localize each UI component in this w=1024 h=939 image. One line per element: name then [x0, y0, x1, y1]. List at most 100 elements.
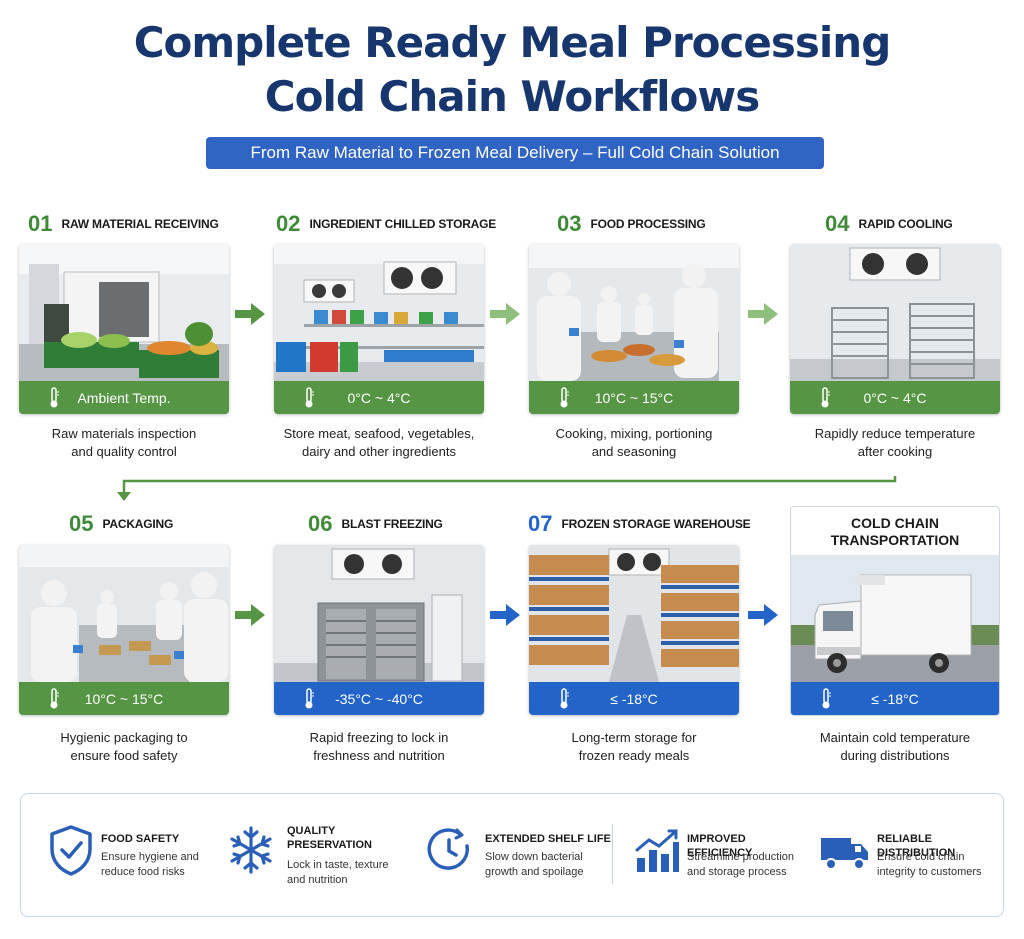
- step-number: 03: [557, 211, 582, 236]
- step-05-card: 10°C ~ 15°C: [19, 545, 229, 715]
- benefit-extended-shelf-life: EXTENDED SHELF LIFE Slow down bacterial …: [425, 794, 611, 918]
- chilled-storage-photo: [274, 244, 484, 381]
- step-07-card: ≤ -18°C: [529, 545, 739, 715]
- step-label: FROZEN STORAGE WAREHOUSE: [561, 517, 751, 531]
- benefit-text: Ensure cold chain integrity to customers: [877, 851, 982, 878]
- step-label: RAW MATERIAL RECEIVING: [61, 217, 219, 231]
- benefit-text: Streamline production and storage proces…: [687, 851, 795, 878]
- title-line-1: Complete Ready Meal Processing: [133, 18, 892, 67]
- temperature-bar: 10°C ~ 15°C: [529, 381, 739, 414]
- step-05-description: Hygienic packaging to ensure food safety: [60, 730, 188, 763]
- benefit-title: EXTENDED SHELF LIFE: [485, 833, 611, 845]
- arrow-right-icon: [235, 303, 265, 325]
- temperature-value: 0°C ~ 4°C: [347, 389, 411, 406]
- clock-icon: [427, 828, 469, 870]
- step-01-header: 01 RAW MATERIAL RECEIVING: [28, 209, 219, 239]
- thermometer-icon: [305, 387, 314, 408]
- temperature-value: 10°C ~ 15°C: [84, 690, 164, 707]
- truck-icon: [821, 838, 868, 870]
- temperature-bar: 0°C ~ 4°C: [274, 381, 484, 414]
- subtitle-banner: From Raw Material to Frozen Meal Deliver…: [206, 137, 824, 169]
- step-06-description: Rapid freezing to lock in freshness and …: [309, 730, 449, 763]
- step-number: 06: [308, 511, 333, 536]
- thermometer-icon: [821, 387, 830, 408]
- temperature-bar: ≤ -18°C: [529, 682, 739, 715]
- step-06-card: -35°C ~ -40°C: [274, 545, 484, 715]
- snowflake-icon: [230, 826, 272, 874]
- temperature-bar: ≤ -18°C: [791, 682, 999, 715]
- benefit-improved-efficiency: IMPROVED EFFICIENCY Streamline productio…: [633, 794, 813, 918]
- benefit-title: FOOD SAFETY: [101, 833, 180, 845]
- step-01-card: Ambient Temp.: [19, 244, 229, 414]
- step-03-header: 03 FOOD PROCESSING: [557, 209, 706, 239]
- temperature-value: -35°C ~ -40°C: [335, 690, 423, 707]
- thermometer-icon: [560, 688, 569, 709]
- step-03-card: 10°C ~ 15°C: [529, 244, 739, 414]
- temperature-value: ≤ -18°C: [871, 690, 919, 707]
- benefit-reliable-distribution: RELIABLE DISTRIBUTION Ensure cold chain …: [819, 794, 999, 918]
- transport-description: Maintain cold temperature during distrib…: [819, 730, 971, 763]
- receiving-dock-photo: [19, 244, 229, 381]
- benefit-title: QUALITY PRESERVATION: [287, 825, 372, 851]
- benefits-panel: FOOD SAFETY Ensure hygiene and reduce fo…: [20, 793, 1004, 917]
- thermometer-icon: [822, 688, 831, 709]
- benefit-title: RELIABLE DISTRIBUTION: [877, 833, 956, 859]
- step-05-header: 05 PACKAGING: [69, 509, 173, 539]
- step-label: PACKAGING: [102, 517, 174, 531]
- title-line-2: Cold Chain Workflows: [264, 72, 760, 121]
- step-number: 07: [528, 511, 553, 536]
- temperature-value: 10°C ~ 15°C: [594, 389, 674, 406]
- transport-title: COLD CHAIN TRANSPORTATION: [830, 515, 960, 548]
- arrow-right-icon: [748, 303, 778, 325]
- blast-freezer-photo: [274, 545, 484, 682]
- step-label: RAPID COOLING: [858, 217, 953, 231]
- step-number: 05: [69, 511, 94, 536]
- arrow-right-icon: [235, 604, 265, 626]
- row-connector-arrow: [117, 476, 897, 501]
- step-04-header: 04 RAPID COOLING: [825, 209, 953, 239]
- benefit-text: Slow down bacterial growth and spoilage: [485, 851, 584, 878]
- temperature-value: ≤ -18°C: [610, 690, 658, 707]
- temperature-bar: 0°C ~ 4°C: [790, 381, 1000, 414]
- temperature-value: Ambient Temp.: [77, 389, 171, 406]
- benefits-divider: [612, 824, 613, 884]
- step-06-header: 06 BLAST FREEZING: [308, 509, 443, 539]
- step-number: 01: [28, 211, 53, 236]
- step-label: FOOD PROCESSING: [590, 217, 706, 231]
- step-04-card: 0°C ~ 4°C: [790, 244, 1000, 414]
- thermometer-icon: [50, 387, 59, 408]
- step-label: INGREDIENT CHILLED STORAGE: [309, 217, 497, 231]
- step-01-description: Raw materials inspection and quality con…: [51, 426, 197, 459]
- cold-chain-transport-card: COLD CHAIN TRANSPORTATION ≤ -18°C: [790, 506, 1000, 716]
- arrow-right-icon: [490, 303, 520, 325]
- benefit-quality-preservation: QUALITY PRESERVATION Lock in taste, text…: [227, 794, 417, 918]
- step-02-header: 02 INGREDIENT CHILLED STORAGE: [276, 209, 496, 239]
- step-03-description: Cooking, mixing, portioning and seasonin…: [555, 426, 713, 459]
- step-04-description: Rapidly reduce temperature after cooking: [814, 426, 976, 459]
- packaging-line-photo: [19, 545, 229, 682]
- thermometer-icon: [50, 688, 59, 709]
- step-07-description: Long-term storage for frozen ready meals: [571, 730, 697, 763]
- step-02-description: Store meat, seafood, vegetables, dairy a…: [283, 426, 475, 459]
- benefit-title: IMPROVED EFFICIENCY: [687, 833, 753, 859]
- temperature-bar: Ambient Temp.: [19, 381, 229, 414]
- benefit-text: Ensure hygiene and reduce food risks: [101, 851, 199, 878]
- step-number: 02: [276, 211, 301, 236]
- temperature-bar: 10°C ~ 15°C: [19, 682, 229, 715]
- page-title: Complete Ready Meal Processing Cold Chai…: [0, 16, 1024, 124]
- rapid-cooling-photo: [790, 244, 1000, 381]
- temperature-bar: -35°C ~ -40°C: [274, 682, 484, 715]
- benefit-text: Lock in taste, texture and nutrition: [287, 859, 389, 886]
- step-02-card: 0°C ~ 4°C: [274, 244, 484, 414]
- frozen-warehouse-photo: [529, 545, 739, 682]
- food-processing-photo: [529, 244, 739, 381]
- refrigerated-truck-photo: [791, 555, 999, 685]
- step-number: 04: [825, 211, 850, 236]
- thermometer-icon: [305, 688, 314, 709]
- thermometer-icon: [560, 387, 569, 408]
- step-label: BLAST FREEZING: [341, 517, 443, 531]
- arrow-right-icon: [490, 604, 520, 626]
- temperature-value: 0°C ~ 4°C: [863, 389, 927, 406]
- bar-chart-icon: [635, 829, 679, 872]
- shield-check-icon: [50, 825, 92, 876]
